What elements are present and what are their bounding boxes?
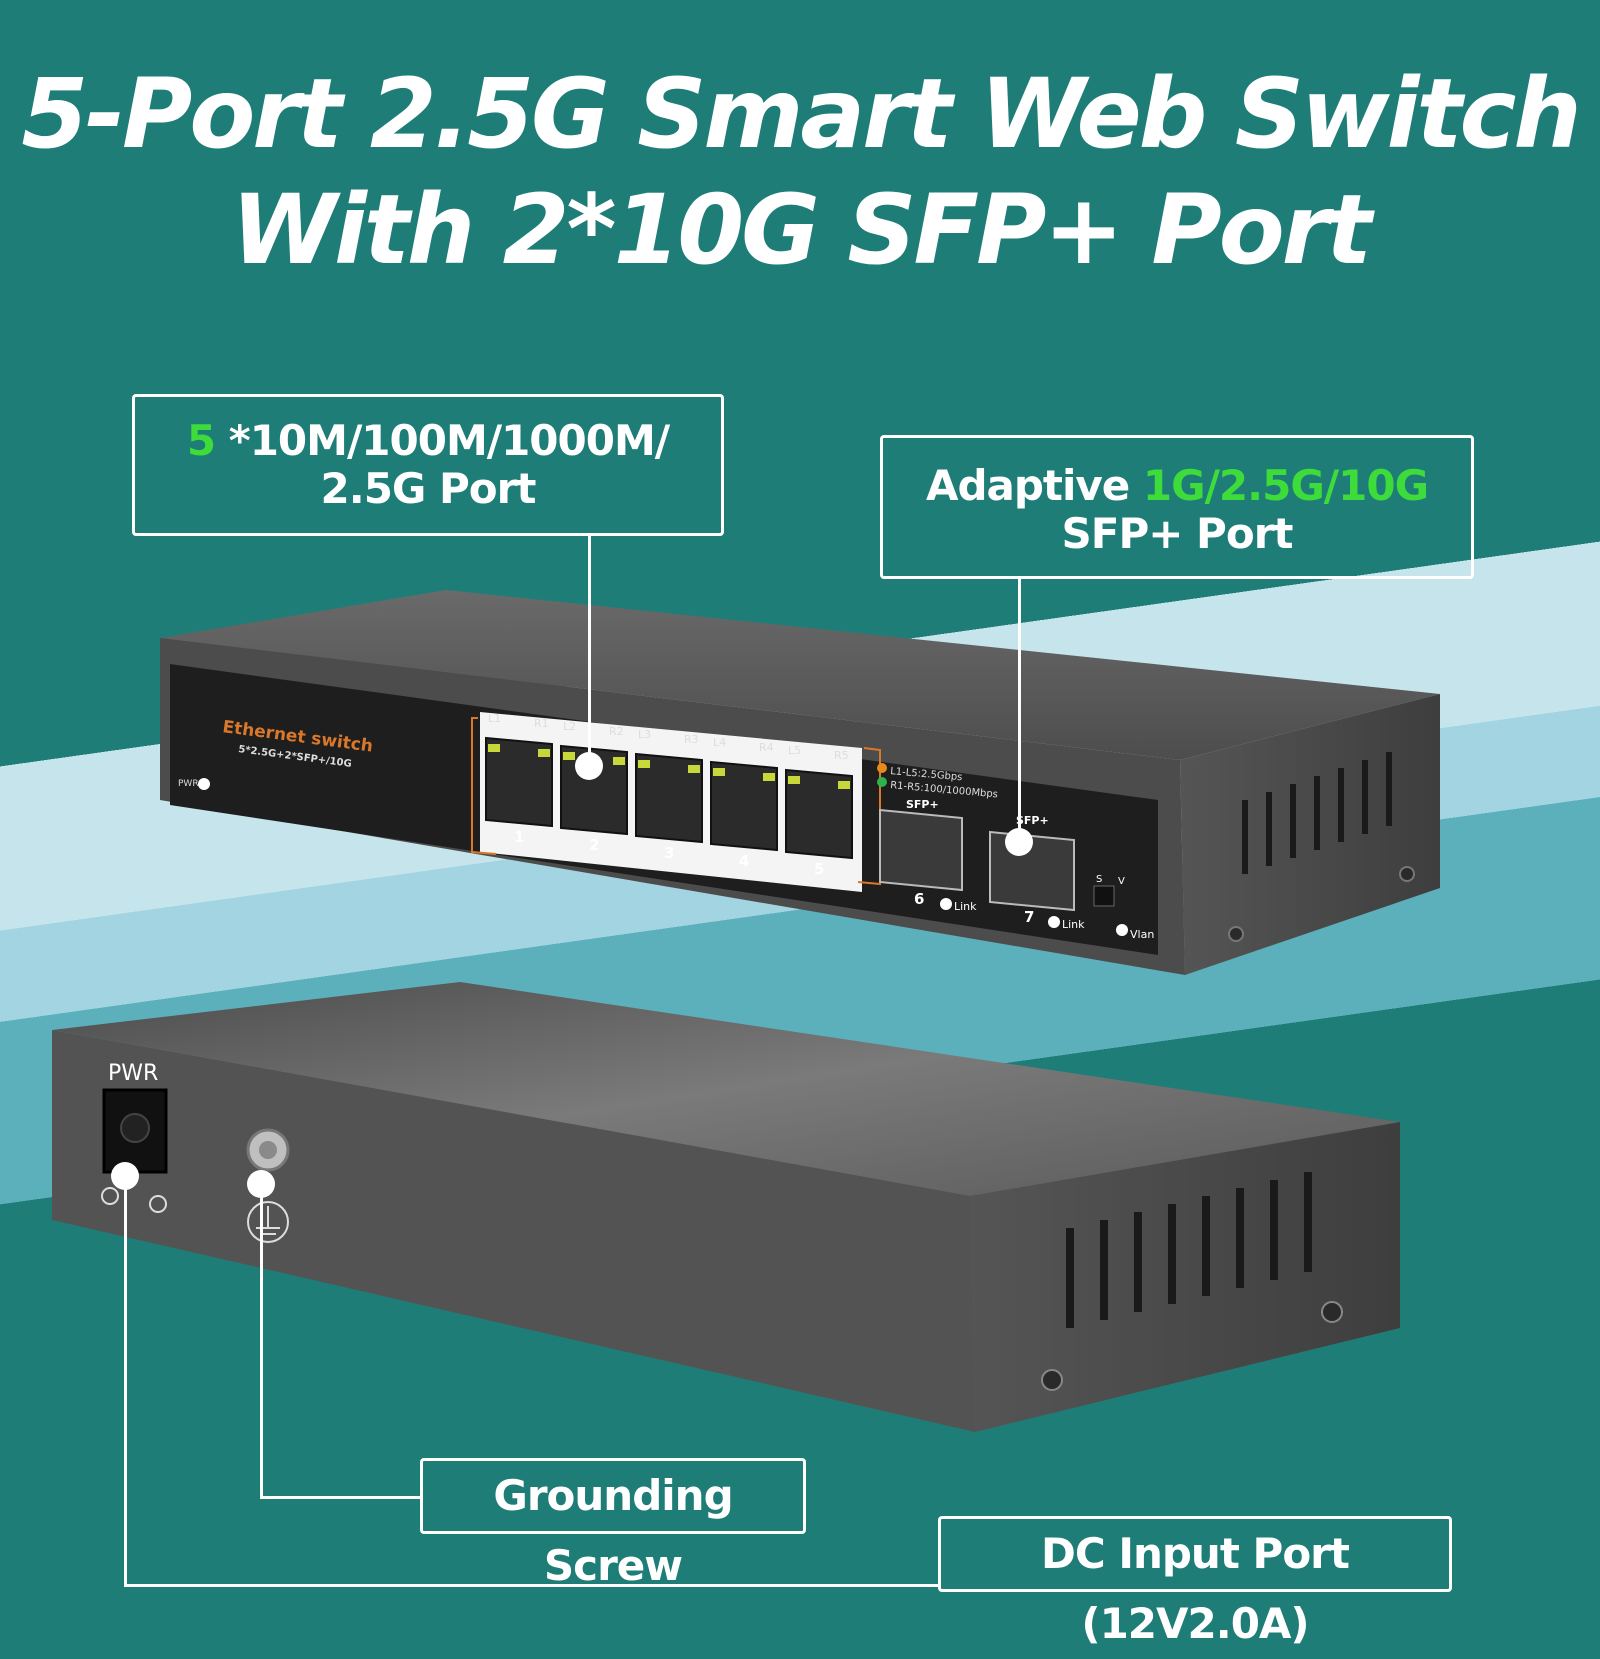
led-label: R3: [684, 733, 699, 746]
grounding-leader-dot: [247, 1170, 275, 1198]
led-label: L3: [638, 728, 651, 741]
sfp-label-6: SFP+: [906, 798, 939, 811]
port-number: 4: [739, 852, 749, 870]
port-numbers: 1 2 3 4 5: [514, 828, 824, 878]
grounding-callout: Grounding Screw: [420, 1458, 806, 1590]
port-number: 3: [664, 844, 674, 862]
led-label: L5: [788, 744, 801, 757]
led-label: R4: [759, 741, 774, 754]
led-label: R1: [534, 717, 549, 730]
port-number: 2: [589, 836, 599, 854]
back-pwr-label: PWR: [108, 1061, 158, 1086]
grounding-leader-vertical: [260, 1184, 263, 1498]
sfp-speeds: 1G/2.5G/10G: [1142, 461, 1429, 510]
vlan-label: Vlan: [1130, 928, 1154, 941]
switch-v-label: V: [1118, 876, 1125, 887]
back-switch-unit: [52, 982, 1400, 1432]
sfp-leader-dot: [1005, 828, 1033, 856]
sfp-leader-line: [1018, 579, 1021, 841]
led-label: R2: [609, 725, 624, 738]
led-label: L2: [563, 720, 576, 733]
port-number: 1: [514, 828, 524, 846]
dc-leader-horizontal: [124, 1584, 940, 1587]
ports-callout: 5 *10M/100M/1000M/ 2.5G Port: [132, 394, 724, 536]
front-switch-unit: [160, 590, 1440, 975]
headline-line-2: With 2*10G SFP+ Port: [231, 174, 1372, 286]
sfp-number-6: 6: [914, 890, 924, 908]
port-number: 5: [814, 860, 824, 878]
sfp-type: SFP+ Port: [1061, 509, 1294, 558]
ports-leader-dot: [575, 752, 603, 780]
switch-illustration: Ethernet switch 5*2.5G+2*SFP+/10G PWR L1…: [52, 590, 1440, 1432]
sfp-prefix: Adaptive: [925, 461, 1143, 510]
sfp-number-7: 7: [1024, 908, 1034, 926]
port-count: 5: [186, 416, 216, 465]
dc-leader-dot: [111, 1162, 139, 1190]
led-label: L1: [488, 712, 501, 725]
link-label-7: Link: [1062, 918, 1085, 931]
led-label: R5: [834, 749, 849, 762]
grounding-leader-horizontal: [260, 1496, 422, 1499]
port-speeds: *10M/100M/1000M/: [215, 416, 670, 465]
sfp-callout: Adaptive 1G/2.5G/10G SFP+ Port: [880, 435, 1474, 579]
dc-input-callout: DC Input Port (12V2.0A): [938, 1516, 1452, 1648]
link-label-6: Link: [954, 900, 977, 913]
led-labels: L1 R1 L2 R2 L3 R3 L4 R4 L5 R5: [488, 712, 849, 762]
headline-line-1: 5-Port 2.5G Smart Web Switch: [21, 58, 1581, 170]
port-type: 2.5G Port: [320, 464, 537, 513]
ports-leader-line: [588, 536, 591, 764]
dc-leader-vertical: [124, 1176, 127, 1586]
led-label: L4: [713, 736, 726, 749]
switch-s-label: S: [1096, 874, 1102, 885]
sfp-label-7: SFP+: [1016, 814, 1049, 827]
front-pwr-label: PWR: [178, 779, 199, 789]
